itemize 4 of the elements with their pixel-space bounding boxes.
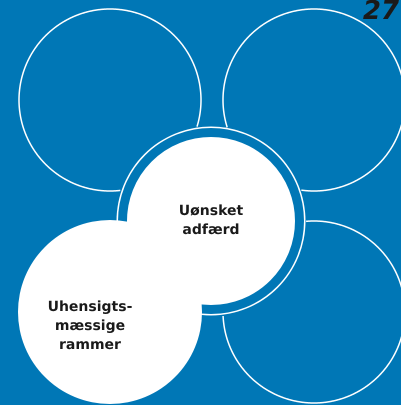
circle-label: Uhensigts-mæssige rammer bbox=[46, 298, 134, 354]
circle-label: Uønsket adfærd bbox=[178, 202, 244, 240]
circle-outline bbox=[18, 8, 202, 192]
page-number: 27 bbox=[362, 0, 399, 26]
